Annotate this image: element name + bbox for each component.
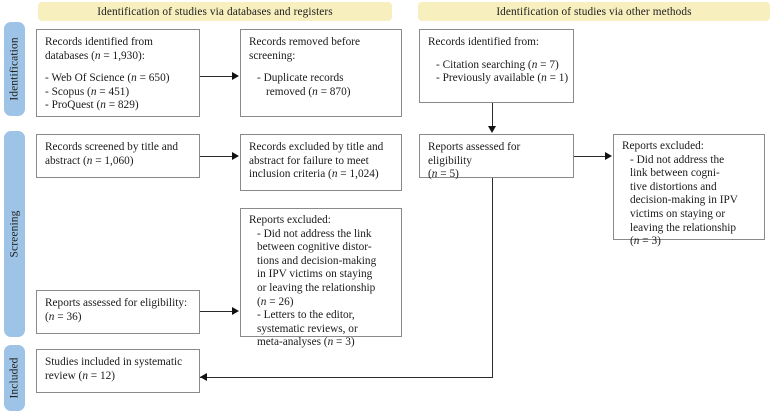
box-reports-excluded-left-item-7: systematic reviews, or xyxy=(257,322,358,335)
box-reports-excluded-left-item-8: meta-analyses (n = 3) xyxy=(257,336,355,349)
arrow-line-assessed-to-excluded-left xyxy=(200,311,233,312)
box-records-excluded-line2: abstract for failure to meet xyxy=(249,154,369,167)
box-records-excluded: Records excluded by title and abstract f… xyxy=(240,134,402,191)
box-studies-included-line1: Studies included in systematic xyxy=(45,356,183,368)
box-reports-excluded-right-item-4: victims on staying or xyxy=(630,207,726,220)
box-records-screened-line1: Records screened by title and xyxy=(45,141,179,153)
box-reports-assessed-right: Reports assessed for eligibility (n = 5) xyxy=(419,134,574,180)
box-reports-excluded-left-item-3: in IPV victims on staying xyxy=(257,268,373,281)
banner-databases-registers: Identification of studies via databases … xyxy=(38,2,392,21)
box-records-identified-line2: databases (n = 1,930): xyxy=(45,49,145,62)
box-records-identified-source-1: - Scopus (n = 451) xyxy=(45,85,130,98)
arrow-line-assessed-right-down xyxy=(492,178,493,377)
box-records-identified-other-item-0: - Citation searching (n = 7) xyxy=(436,58,559,71)
stage-tab-identification-label: Identification xyxy=(8,37,21,101)
box-reports-excluded-right-item-1: link between cogni- xyxy=(630,167,720,180)
box-reports-excluded-left-item-2: tions and decision-making xyxy=(257,254,377,267)
box-records-removed-item-0: - Duplicate records xyxy=(257,72,344,85)
box-records-removed-item-1: removed (n = 870) xyxy=(266,85,351,98)
arrow-line-identified-to-removed xyxy=(200,76,233,77)
stage-tab-included-label: Included xyxy=(8,357,21,399)
stage-tab-screening-label: Screening xyxy=(8,210,21,258)
arrow-head-assessed-to-excluded-left xyxy=(232,307,239,315)
arrow-head-assessed-to-excluded-right xyxy=(605,152,612,160)
box-records-removed-line1: Records removed before xyxy=(249,36,361,48)
box-reports-assessed-right-line1: Reports assessed for eligibility xyxy=(428,141,521,167)
box-records-identified-line1: Records identified from xyxy=(45,36,153,48)
stage-tab-included: Included xyxy=(4,345,25,411)
banner-other-methods: Identification of studies via other meth… xyxy=(418,2,770,21)
box-records-identified-source-0: - Web Of Science (n = 650) xyxy=(45,72,170,85)
box-records-screened: Records screened by title and abstract (… xyxy=(36,134,200,178)
box-reports-excluded-left-heading: Reports excluded: xyxy=(249,214,331,226)
box-records-identified-databases: Records identified from databases (n = 1… xyxy=(36,29,200,117)
box-studies-included-line2: review (n = 12) xyxy=(45,369,116,382)
arrow-line-other-to-assessed xyxy=(492,103,493,128)
box-reports-excluded-right-item-5: leaving the relationship xyxy=(630,221,737,234)
stage-tab-screening: Screening xyxy=(4,131,25,337)
box-records-excluded-line3: inclusion criteria (n = 1,024) xyxy=(249,168,379,181)
box-reports-excluded-left-item-6: - Letters to the editor, xyxy=(257,309,355,322)
arrow-head-screened-to-excluded xyxy=(232,152,239,160)
banner-other-methods-label: Identification of studies via other meth… xyxy=(496,5,692,18)
box-records-excluded-line1: Records excluded by title and xyxy=(249,141,384,153)
box-reports-excluded-right-item-3: decision-making in IPV xyxy=(630,194,738,207)
box-reports-excluded-left-item-1: between cognitive distor- xyxy=(257,241,372,254)
arrow-head-identified-to-removed xyxy=(232,72,239,80)
arrow-head-other-to-assessed xyxy=(488,126,496,133)
box-reports-excluded-left-item-0: - Did not address the link xyxy=(257,227,372,240)
arrow-head-to-studies-included xyxy=(200,373,207,381)
arrow-line-assessed-to-excluded-right xyxy=(574,156,606,157)
box-reports-assessed-left-line1: Reports assessed for eligibility: xyxy=(45,297,188,309)
arrow-line-screened-to-excluded xyxy=(200,156,233,157)
box-records-identified-other-item-1: - Previously available (n = 1) xyxy=(436,72,569,85)
box-records-identified-other-line1: Records identified from: xyxy=(428,36,540,48)
box-records-identified-other: Records identified from: - Citation sear… xyxy=(419,29,574,103)
box-reports-excluded-right-item-2: tive distortions and xyxy=(630,180,717,193)
box-reports-excluded-right-item-6: (n = 3) xyxy=(630,235,661,248)
box-reports-excluded-right: Reports excluded: - Did not address the … xyxy=(613,134,765,247)
box-records-screened-line2: abstract (n = 1,060) xyxy=(45,154,134,167)
box-records-removed-line2: screening: xyxy=(249,49,296,62)
banner-databases-registers-label: Identification of studies via databases … xyxy=(97,5,333,18)
stage-tab-identification: Identification xyxy=(4,22,25,116)
box-reports-excluded-right-heading: Reports excluded: xyxy=(622,140,704,152)
arrow-line-assessed-right-to-included xyxy=(200,377,493,378)
box-reports-assessed-left: Reports assessed for eligibility: (n = 3… xyxy=(36,290,200,334)
box-reports-excluded-left-item-5: (n = 26) xyxy=(257,295,294,308)
box-reports-excluded-left-item-4: or leaving the relationship xyxy=(257,281,376,294)
box-records-identified-source-2: - ProQuest (n = 829) xyxy=(45,99,139,112)
box-reports-excluded-left: Reports excluded: - Did not address the … xyxy=(240,208,402,348)
box-records-removed: Records removed before screening: - Dupl… xyxy=(240,29,402,117)
box-reports-assessed-right-line2: (n = 5) xyxy=(428,168,459,181)
box-reports-assessed-left-line2: (n = 36) xyxy=(45,310,82,323)
box-studies-included: Studies included in systematic review (n… xyxy=(36,349,200,393)
box-reports-excluded-right-item-0: - Did not address the xyxy=(630,153,725,166)
